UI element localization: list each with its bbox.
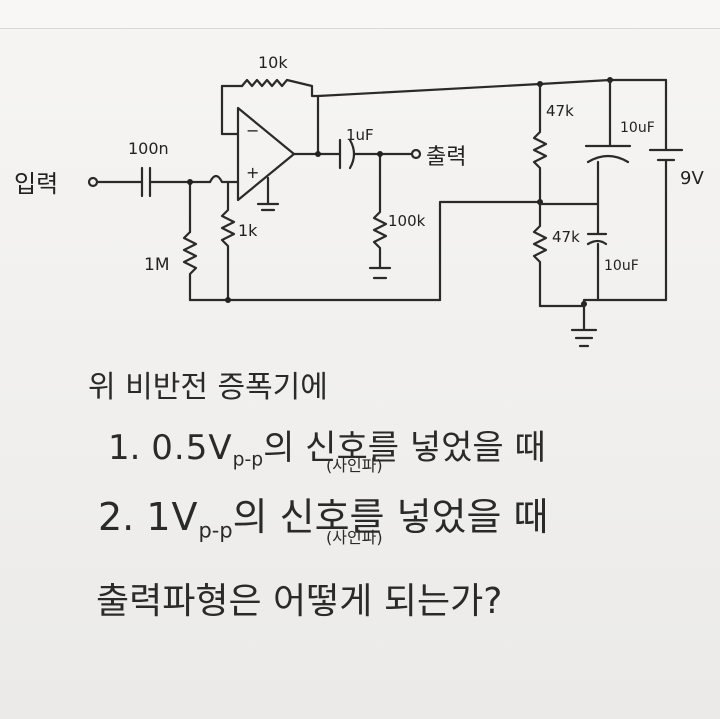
input-label: 입력: [14, 170, 58, 198]
item1-number: 1.: [108, 428, 141, 468]
item2-note: (사인파): [326, 528, 383, 547]
item1-unit: p-p: [232, 449, 264, 471]
item2-text: 의 신호를 넣었을 때: [232, 495, 549, 539]
question-title: 위 비반전 증폭기에: [88, 370, 328, 405]
resistor-100k: [372, 152, 388, 270]
item1-value: 0.5V: [151, 428, 233, 468]
supply-rail: [316, 78, 668, 98]
node-1k-ground: [225, 297, 231, 303]
page-top-edge: [0, 0, 720, 29]
opamp-ground: [256, 176, 280, 212]
load-ground: [368, 266, 392, 280]
main-ground: [570, 302, 598, 348]
output-terminal: [410, 148, 422, 160]
output-capacitor: [338, 138, 356, 170]
output-label: 출력: [426, 145, 466, 170]
feedback-top-right: [285, 78, 320, 98]
question-item-2: 2. 1Vp-p의 신호를 넣었을 때: [98, 486, 549, 542]
input-capacitor: [140, 166, 152, 198]
resistor-10k: [240, 78, 289, 88]
r-div-bottom-label: 47k: [552, 228, 580, 246]
divider-capacitor: [586, 202, 608, 302]
resistor-1M: [182, 230, 198, 302]
item1-note: (사인파): [326, 456, 383, 475]
cap-in-label: 100n: [128, 139, 169, 158]
resistor-1k: [220, 180, 236, 302]
battery-9V: [648, 78, 684, 302]
cap-out-label: 1uF: [346, 126, 374, 144]
r-feedback-label: 10k: [258, 53, 288, 72]
r-bias-label: 1M: [144, 255, 169, 275]
bias-feed-wire: [438, 200, 542, 302]
circuit-schematic: 입력 출력 100n 1uF 10k 1k 1M 100k 47k 47k 10…: [14, 53, 704, 348]
input-terminal: [87, 176, 99, 188]
battery-label: 9V: [680, 168, 704, 189]
r-load-label: 100k: [388, 212, 426, 230]
item2-number: 2.: [98, 495, 135, 539]
r-input-label: 1k: [238, 221, 258, 240]
resistor-47k-top: [532, 82, 548, 204]
cap-divider-label: 10uF: [604, 258, 639, 274]
supply-capacitor: [584, 78, 632, 164]
plus-input-wire: [208, 174, 240, 184]
node-output: [377, 151, 383, 157]
node-input: [187, 179, 193, 185]
item2-unit: p-p: [198, 518, 233, 543]
opamp-minus-sign: −: [246, 121, 259, 140]
item1-text: 의 신호를 넣었을 때: [263, 428, 546, 468]
question-ask: 출력파형은 어떻게 되는가?: [96, 581, 503, 622]
item2-value: 1V: [146, 495, 199, 539]
resistor-47k-bottom: [532, 200, 548, 308]
cap-supply-label: 10uF: [620, 120, 655, 136]
opamp-plus-sign: +: [246, 163, 259, 182]
r-div-top-label: 47k: [546, 102, 574, 120]
question-item-1: 1. 0.5Vp-p의 신호를 넣었을 때: [108, 420, 546, 471]
opamp-triangle: [236, 106, 296, 202]
node-opamp-out: [315, 151, 321, 157]
right-ground-bus: [538, 298, 668, 308]
